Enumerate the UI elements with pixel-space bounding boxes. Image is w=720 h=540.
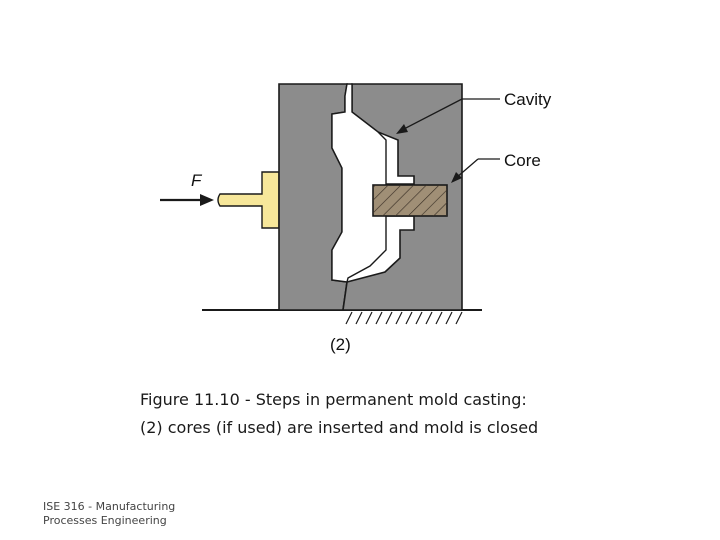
cavity-leader-arrowhead (396, 124, 408, 134)
core-leader-arrowhead (451, 172, 462, 183)
footer-line-1: ISE 316 ‑ Manufacturing (43, 500, 176, 513)
cavity-leader-diagonal (401, 98, 463, 131)
caption-line-1: Figure 11.10 ‑ Steps in permanent mold c… (140, 390, 527, 409)
slide-footer: ISE 316 ‑ Manufacturing Processes Engine… (43, 500, 203, 528)
ejector-pin (217, 171, 280, 229)
core-leader-diagonal (455, 158, 479, 179)
figure-caption: Figure 11.10 ‑ Steps in permanent mold c… (140, 386, 600, 442)
cavity-label: Cavity (504, 90, 552, 109)
force-label: F (191, 171, 203, 190)
step-label: (2) (330, 335, 351, 354)
force-arrowhead (200, 194, 214, 206)
footer-line-2: Processes Engineering (43, 514, 167, 527)
cavity-space (331, 83, 387, 283)
core-hatching (373, 185, 447, 216)
ground-hatching (345, 311, 463, 325)
caption-line-2: (2) cores (if used) are inserted and mol… (140, 418, 539, 437)
core-label: Core (504, 151, 541, 170)
